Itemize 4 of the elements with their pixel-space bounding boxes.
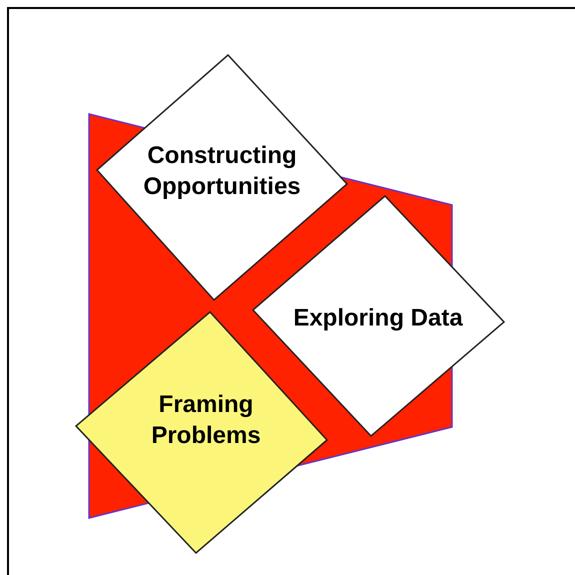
node-label: Constructing Opportunities: [142, 141, 302, 202]
node-label: Exploring Data: [292, 304, 464, 334]
diamond-shape: [97, 55, 347, 300]
node-label: Framing Problems: [150, 390, 262, 451]
